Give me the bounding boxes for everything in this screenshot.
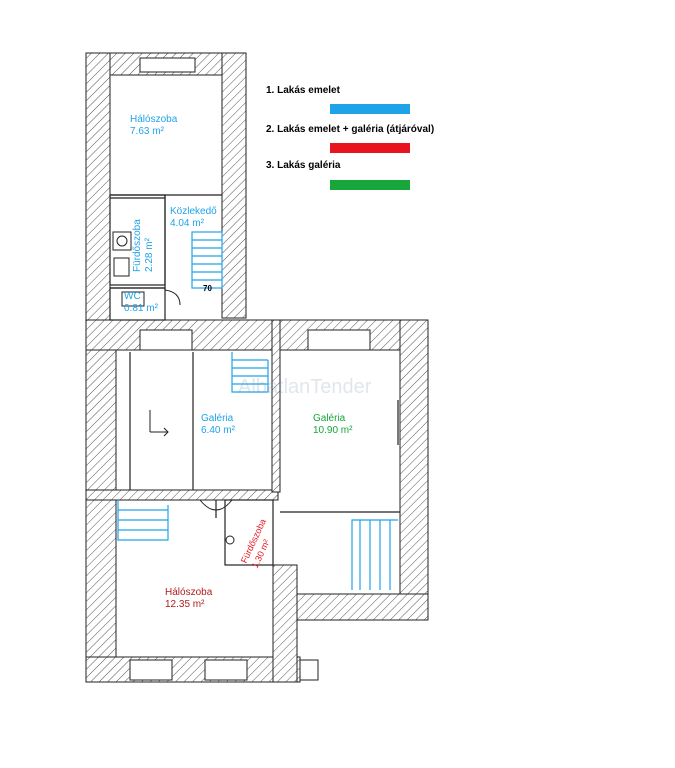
legend-swatch-2 xyxy=(330,143,410,153)
room-name: Közlekedő xyxy=(170,206,217,217)
legend-label-1: 1. Lakás emelet xyxy=(266,85,340,96)
room-label-galeria1: Galéria 6.40 m² xyxy=(201,413,235,437)
legend-swatch-1 xyxy=(330,104,410,114)
room-name: WC xyxy=(124,291,141,302)
room-label-galeria2: Galéria 10.90 m² xyxy=(313,413,352,437)
room-area: 7.63 m² xyxy=(130,126,164,137)
room-area: 10.90 m² xyxy=(313,425,353,436)
room-label-kozl: Közlekedő 4.04 m² xyxy=(170,206,217,230)
room-name: Fürdőszoba xyxy=(132,219,143,272)
room-area: 4.04 m² xyxy=(170,218,204,229)
room-label-halo2: Hálószoba 12.35 m² xyxy=(165,587,212,611)
room-name: Galéria xyxy=(313,413,346,424)
room-area: 0.81 m² xyxy=(124,303,158,314)
dimension-label: 70 xyxy=(203,284,212,293)
legend-label-3: 3. Lakás galéria xyxy=(266,160,341,171)
fixtures xyxy=(112,231,235,545)
room-area: 12.35 m² xyxy=(165,599,205,610)
room-area: 6.40 m² xyxy=(201,425,235,436)
stairs xyxy=(117,231,398,590)
legend-swatch-3 xyxy=(330,180,410,190)
direction-arrow xyxy=(149,410,169,437)
legend-label-2: 2. Lakás emelet + galéria (átjáróval) xyxy=(266,124,435,135)
room-label-furdo1: Fürdőszoba 2.28 m² xyxy=(132,219,156,272)
windows xyxy=(129,57,371,681)
room-name: Hálószoba xyxy=(165,587,213,598)
room-label-wc: WC 0.81 m² xyxy=(124,291,158,315)
room-name: Hálószoba xyxy=(130,114,178,125)
watermark: AlbatlanTender xyxy=(238,376,372,398)
room-label-halo1: Hálószoba 7.63 m² xyxy=(130,114,177,138)
partitions xyxy=(109,194,400,566)
room-area: 2.28 m² xyxy=(144,238,155,272)
room-name: Galéria xyxy=(201,413,234,424)
